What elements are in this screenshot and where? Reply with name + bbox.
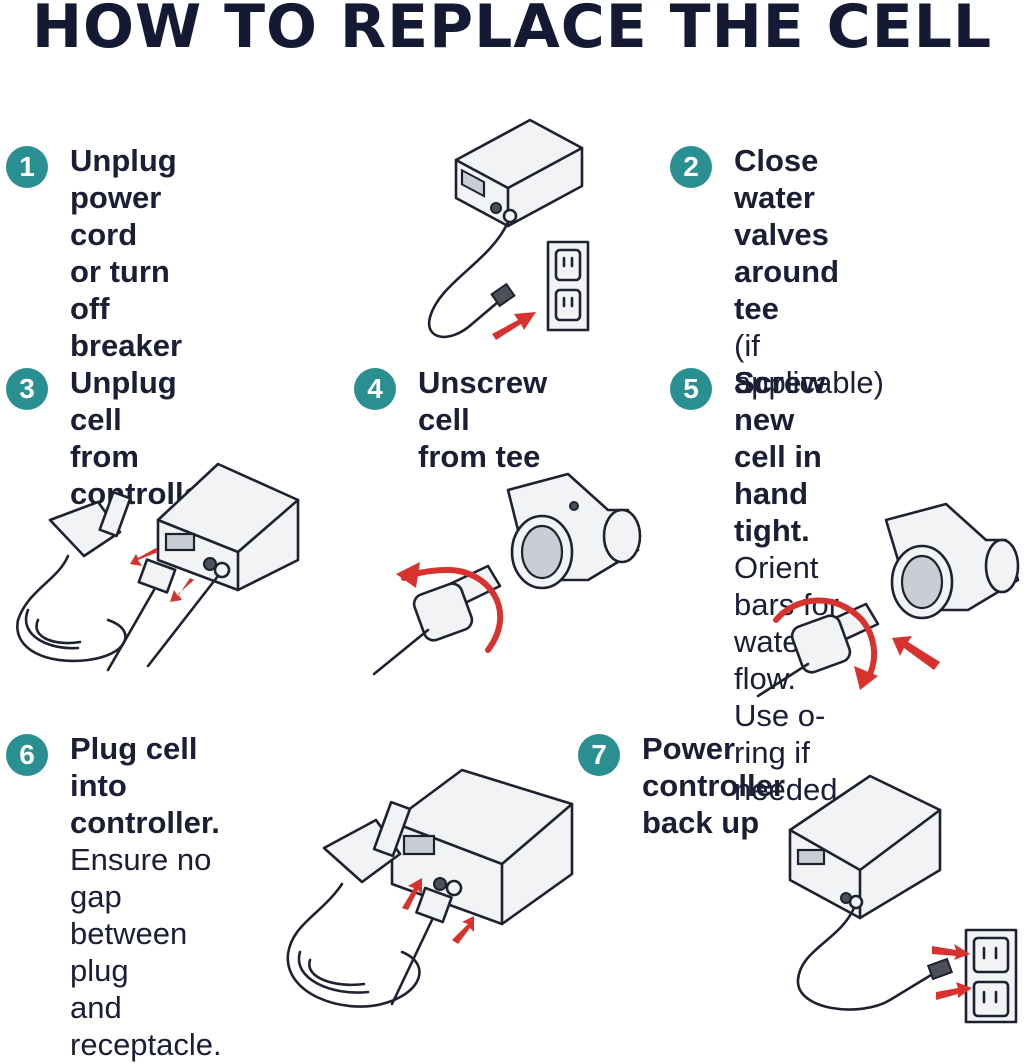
step-number-badge: 2 [670,146,712,188]
step-text-line: needed. [734,772,847,807]
step-number-badge: 5 [670,368,712,410]
step-text-line: and receptacle. [70,990,222,1062]
step-text-line: Plug cell into [70,731,198,803]
controller-outlet-icon [427,118,590,340]
step-text-line: around tee [734,254,840,326]
step-text-line: Close water valves [734,143,829,252]
tee-cell-icon [372,472,642,676]
step-text-line: between plug [70,916,188,988]
step-text-line: Screw new cell in [734,365,826,474]
controller-outlet-icon [788,774,1018,1024]
controller-cell-icon [286,768,574,1008]
step-text-line: Ensure no gap [70,842,212,914]
step-text-line: or turn off breaker [70,254,183,363]
step-number-badge: 1 [6,146,48,188]
step-text-line: bars for water flow. [734,587,840,696]
step-text-line: hand tight. [734,476,810,548]
step-text-line: from tee [418,439,541,474]
step-text-line: Use o-ring if [734,698,826,770]
step-number-badge: 4 [354,368,396,410]
step-text-line: Power controller [642,731,785,803]
step-text-line: Unplug power cord [70,143,177,252]
page-title: HOW TO REPLACE THE CELL [31,0,993,62]
step-text-line: Unscrew cell [418,365,548,437]
step-number-badge: 7 [578,734,620,776]
controller-cell-icon [16,462,300,672]
tee-cell-icon [756,502,1020,698]
step-text-line: controller. [70,805,220,840]
step-text-line: back up [642,805,760,840]
step-text-line: Orient [734,550,819,585]
step-text-line: Unplug cell [70,365,177,437]
step-number-badge: 3 [6,368,48,410]
step-text-line: (if applicable) [734,328,884,400]
step-number-badge: 6 [6,734,48,776]
